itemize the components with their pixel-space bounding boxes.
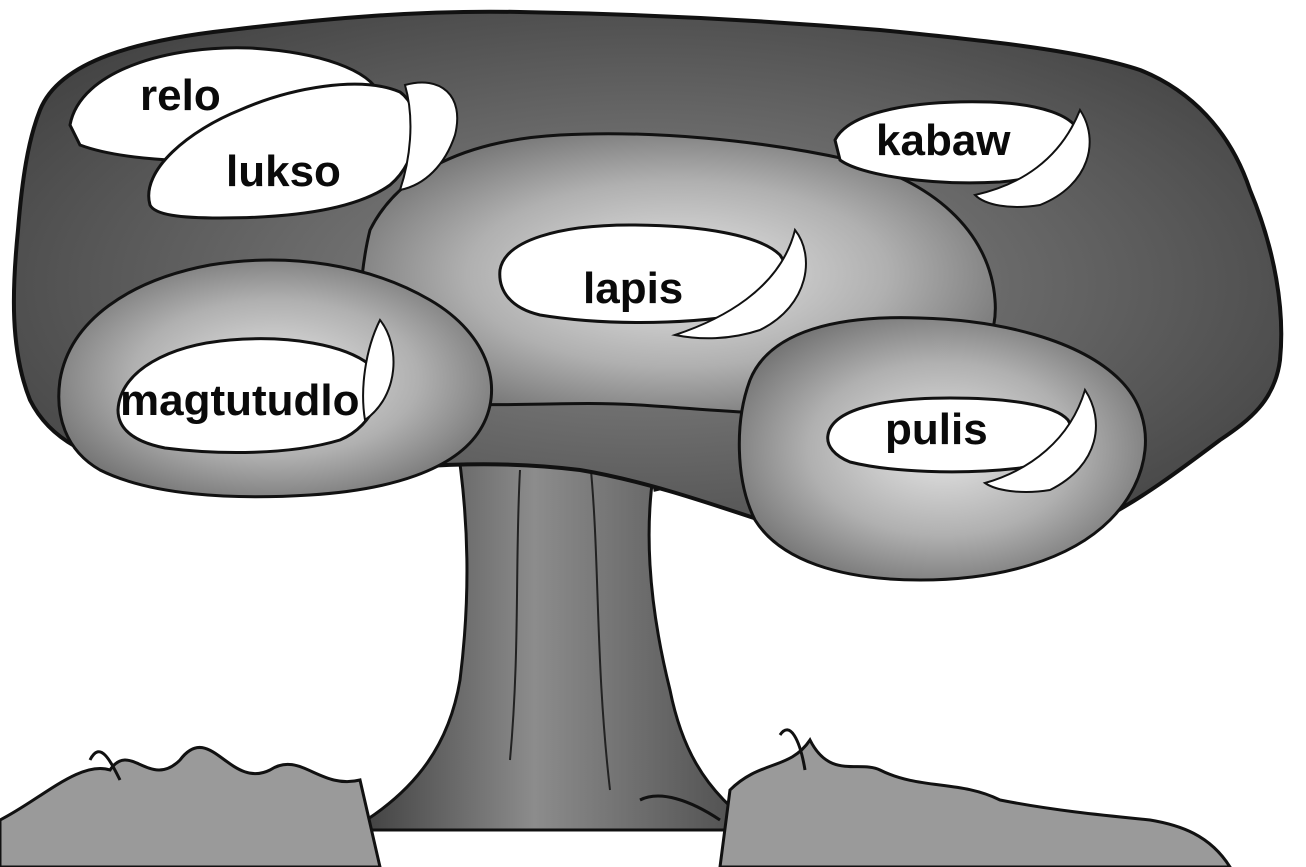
- word-lukso: lukso: [226, 147, 341, 196]
- word-kabaw: kabaw: [876, 116, 1011, 165]
- word-lapis: lapis: [583, 264, 683, 313]
- word-pulis: pulis: [885, 405, 988, 454]
- word-magtutudlo: magtutudlo: [120, 376, 360, 425]
- word-relo: relo: [140, 71, 221, 120]
